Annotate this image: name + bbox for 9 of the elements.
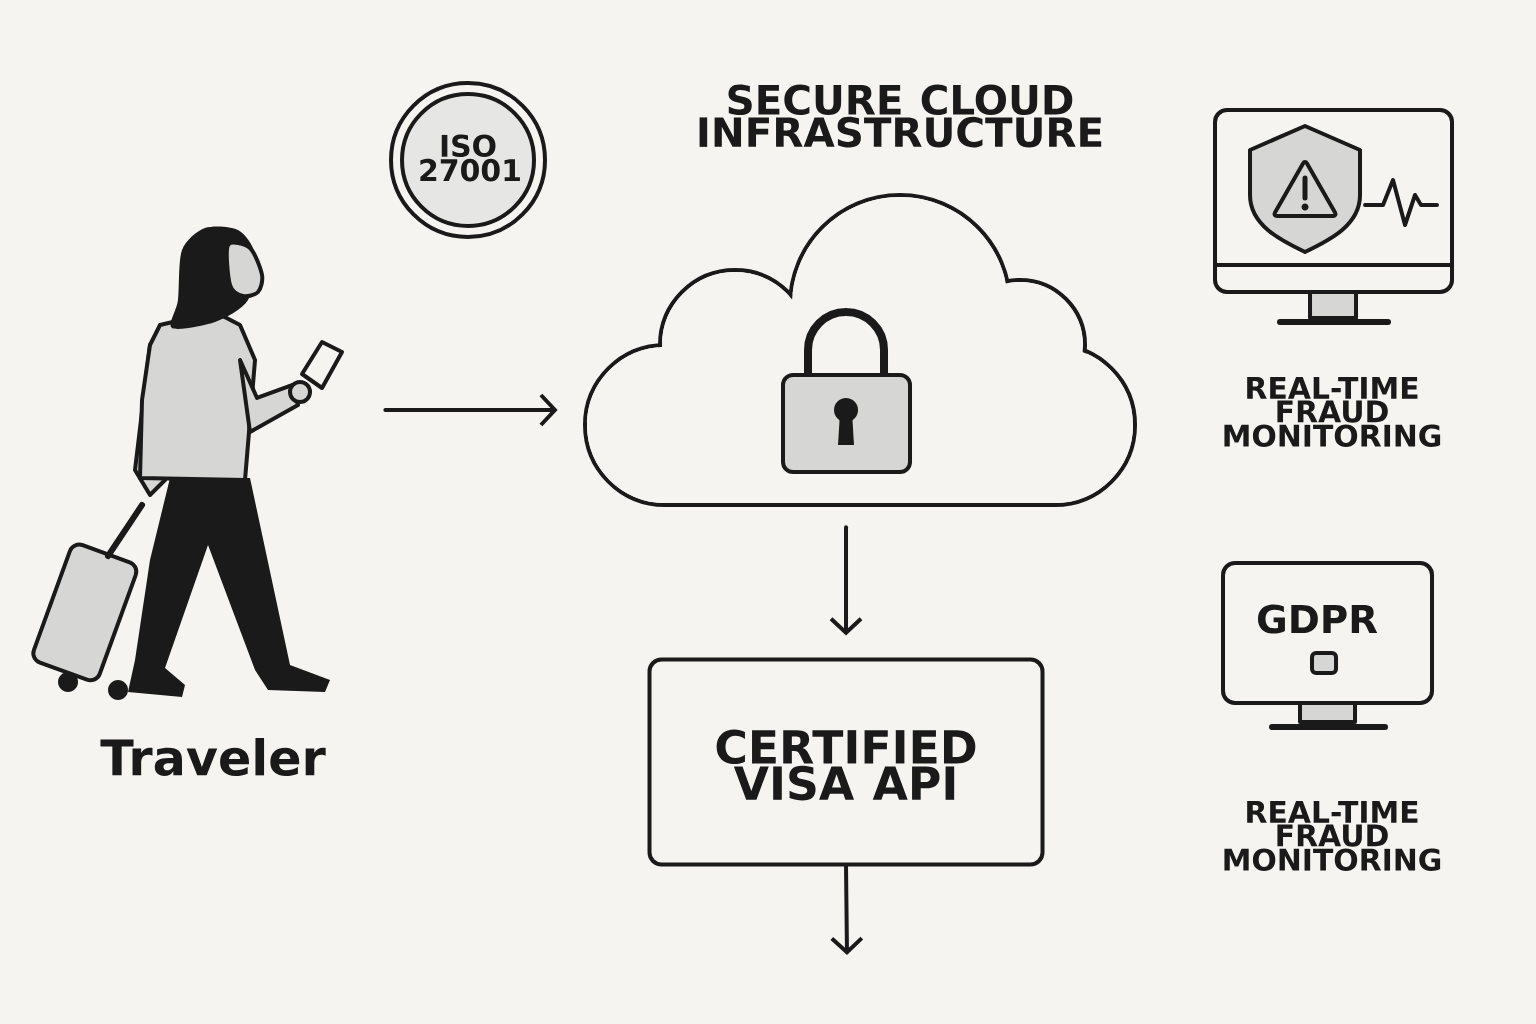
arrow: [829, 525, 863, 636]
arrow: [830, 864, 864, 955]
arrow: [383, 393, 558, 427]
cloud-heading: SECURE CLOUD INFRASTRUCTURE: [699, 84, 1102, 148]
certification-badge: ISO 27001: [389, 81, 547, 239]
traveler-label: Traveler: [100, 737, 326, 777]
node-label: REAL-TIME FRAUD MONITORING: [1224, 800, 1441, 872]
process-box: CERTIFIED VISA API: [647, 657, 1045, 867]
node-label: REAL-TIME FRAUD MONITORING: [1224, 376, 1441, 448]
